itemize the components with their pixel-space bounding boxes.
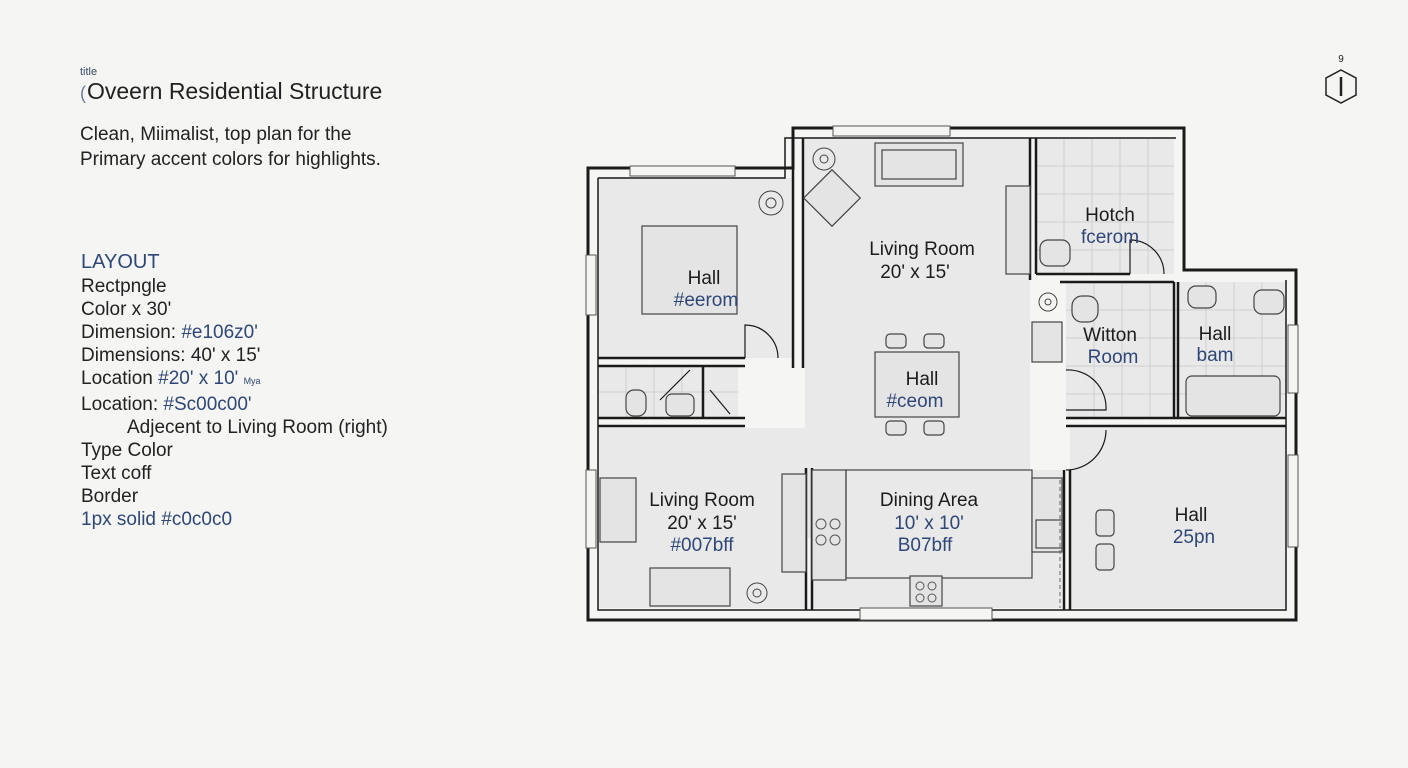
room-value-hotch: fcerom <box>1081 227 1139 248</box>
layout-line-border: Border <box>81 486 139 507</box>
description-line-2: Primary accent colors for highlights. <box>80 149 381 170</box>
description-line-1: Clean, Miimalist, top plan for the <box>80 124 352 145</box>
room-name-hotch: Hotch <box>1085 205 1135 226</box>
room-name-hall-center: Hall <box>906 369 939 390</box>
room-name-hall-nw: Hall <box>688 268 721 289</box>
shelf <box>781 473 807 573</box>
room-value-hall-center: #ceom <box>886 391 943 412</box>
room-name-hall-se: Hall <box>1175 505 1208 526</box>
room-name-living-sw: Living Room <box>649 490 755 511</box>
location-value-2: #Sc00c00' <box>163 394 252 415</box>
sofa-bottom <box>649 567 731 607</box>
location-value-1: #20' x 10' <box>158 368 239 389</box>
room-name-living-top: Living Room <box>869 239 975 260</box>
layout-spec-list: LAYOUT Rectpngle Color x 30' Dimension: … <box>81 251 388 531</box>
layout-heading: LAYOUT <box>81 251 160 273</box>
description: Clean, Miimalist, top plan for the Prima… <box>80 122 381 172</box>
layout-line-dimensions: Dimensions: 40' x 15' <box>81 345 261 366</box>
layout-line-border-value: 1px solid #c0c0c0 <box>81 509 233 530</box>
room-value-hall-nw: #eerom <box>674 290 738 311</box>
room-value-hall-se: 25pn <box>1173 527 1215 548</box>
rug <box>641 225 738 315</box>
cabinet <box>1005 185 1031 275</box>
layout-line-text-color: Text coff <box>81 463 152 484</box>
room-dims-dining: 10' x 10' <box>894 513 964 534</box>
compass-letter: 9 <box>1338 54 1344 65</box>
sofa-left <box>599 477 637 543</box>
layout-line-shape: Rectpngle <box>81 276 167 297</box>
doors <box>659 239 1165 471</box>
title-text: Oveern Residential Structure <box>87 78 383 104</box>
dimension-label: Dimension: <box>81 322 182 343</box>
location-label-1: Location <box>81 368 159 389</box>
bathtub <box>1185 375 1281 417</box>
layout-line-color: Color x 30' <box>81 299 172 320</box>
compass-icon: 9 <box>1325 54 1357 104</box>
room-value-hall-bath: bam <box>1197 345 1234 366</box>
counter <box>811 469 847 581</box>
layout-line-dimension: Dimension: #e106z0' <box>81 321 388 344</box>
room-dims-living-top: 20' x 15' <box>880 262 950 283</box>
basin <box>1071 295 1099 323</box>
stove-burners <box>815 518 937 603</box>
armchair <box>802 168 862 228</box>
title-caption: title <box>80 66 98 78</box>
layout-line-adjacent: Adjecent to Living Room (right) <box>127 417 388 438</box>
room-name-dining: Dining Area <box>880 490 979 511</box>
stove <box>909 575 943 607</box>
layout-line-location-1: Location #20' x 10' Mya <box>81 367 388 393</box>
plant-icon <box>746 147 1058 604</box>
windows <box>585 125 1299 621</box>
layout-line-type-color: Type Color <box>81 440 173 461</box>
room-value-dining: B07bff <box>898 535 953 556</box>
location-tiny-note: Mya <box>243 376 261 386</box>
dimension-value: #e106z0' <box>181 322 258 343</box>
dining-table <box>874 351 960 418</box>
layout-line-location-2: Location: #Sc00c00' <box>81 393 388 416</box>
room-dims-living-sw: 20' x 15' <box>667 513 737 534</box>
location-label-2: Location: <box>81 394 164 415</box>
toilet <box>1039 239 1071 267</box>
room-name-hall-bath: Hall <box>1199 324 1232 345</box>
page-title: (Oveern Residential Structure <box>80 78 382 105</box>
room-value-living-sw: #007bff <box>670 535 734 556</box>
room-name-witton: Witton <box>1083 325 1137 346</box>
room-value-witton: Room <box>1088 347 1139 368</box>
sink <box>1035 519 1063 549</box>
title-mark: ( <box>80 83 86 103</box>
